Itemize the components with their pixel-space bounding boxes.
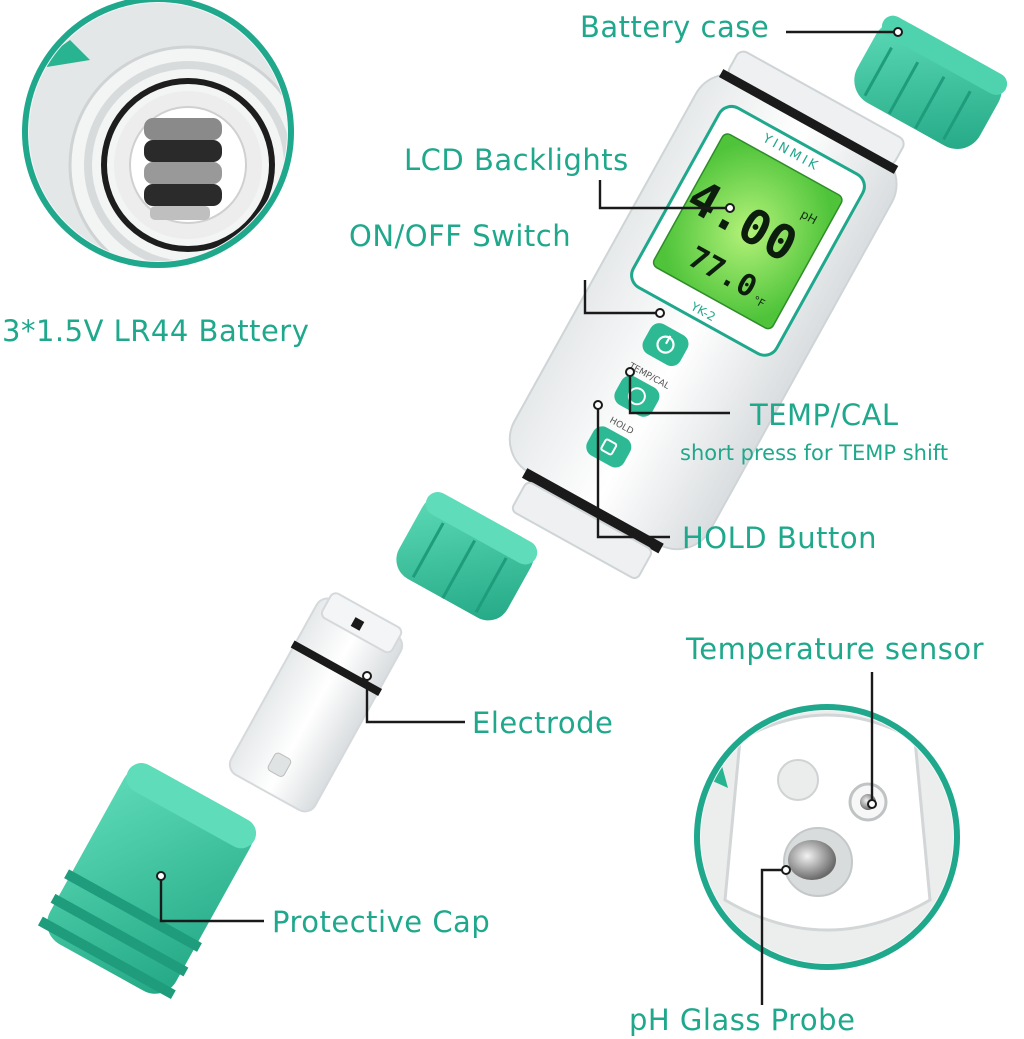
callout-lines xyxy=(159,30,898,1005)
lcd-backlights-label: LCD Backlights xyxy=(404,143,629,177)
callout-temp-cal xyxy=(628,372,730,415)
protective-cap xyxy=(37,763,257,1000)
electrode xyxy=(228,592,404,813)
callout-lcd xyxy=(598,180,730,210)
callout-hold xyxy=(596,405,670,539)
callout-ph-probe xyxy=(760,868,786,1005)
temperature-sensor-label: Temperature sensor xyxy=(685,632,984,666)
probe-inset xyxy=(694,704,960,970)
ph-glass-probe-label: pH Glass Probe xyxy=(629,1003,855,1037)
meter-body: YINMIK pH 4.00 77.0 °F YK-2 TEMP/CAL HOL… xyxy=(508,50,905,580)
battery-inset xyxy=(22,0,294,268)
battery-label: 3*1.5V LR44 Battery xyxy=(2,314,309,348)
lock-icon xyxy=(600,438,618,456)
callout-cap xyxy=(159,876,264,923)
temp-unit: °F xyxy=(750,293,767,310)
on-off-switch-label: ON/OFF Switch xyxy=(349,219,571,253)
callout-switch xyxy=(583,280,660,315)
callout-electrode xyxy=(365,676,465,724)
electrode-label: Electrode xyxy=(472,706,613,740)
lcd-screen xyxy=(652,133,843,330)
hold-button-label: HOLD Button xyxy=(682,521,877,555)
callout-dots xyxy=(156,27,903,881)
battery-case-cap xyxy=(854,15,1008,149)
electrode-collar xyxy=(396,492,538,621)
temp-cal-label: TEMP/CAL xyxy=(749,398,899,432)
battery-case-label: Battery case xyxy=(580,10,769,44)
temp-cal-sublabel: short press for TEMP shift xyxy=(680,441,948,465)
power-button[interactable] xyxy=(639,320,692,370)
protective-cap-label: Protective Cap xyxy=(272,905,490,939)
